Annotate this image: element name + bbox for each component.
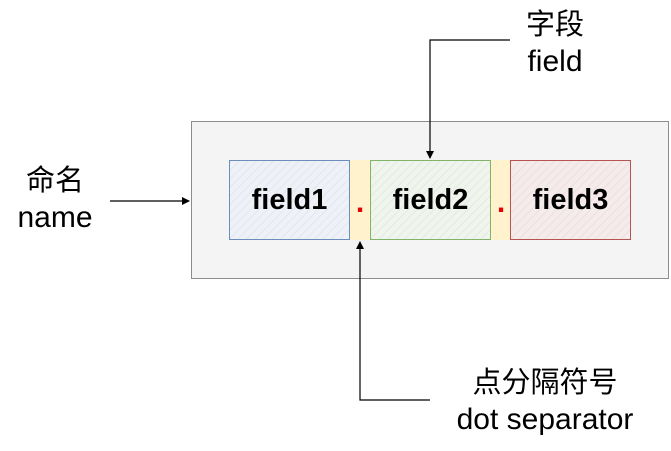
name-label: 命名 name xyxy=(0,161,110,237)
field1-text: field1 xyxy=(251,183,328,216)
field-label-zh: 字段 xyxy=(525,7,584,41)
field3-text: field3 xyxy=(532,183,609,216)
field2-box: field2 xyxy=(370,160,491,240)
name-label-en: name xyxy=(17,201,93,234)
separator-label-zh: 点分隔符号 xyxy=(472,365,618,399)
separator-label-en: dot separator xyxy=(456,403,634,436)
dot-separator-1: . xyxy=(350,160,370,240)
field-label-en: field xyxy=(527,45,583,78)
field1-box: field1 xyxy=(229,160,350,240)
dot-separator-2: . xyxy=(491,160,511,240)
dot-separator-2-text: . xyxy=(496,186,506,219)
name-label-zh: 命名 xyxy=(25,163,84,197)
field-label: 字段 field xyxy=(490,5,620,81)
field2-text: field2 xyxy=(392,183,469,216)
separator-label: 点分隔符号 dot separator xyxy=(425,363,665,439)
field3-box: field3 xyxy=(510,160,631,240)
dot-separator-1-text: . xyxy=(355,186,365,219)
